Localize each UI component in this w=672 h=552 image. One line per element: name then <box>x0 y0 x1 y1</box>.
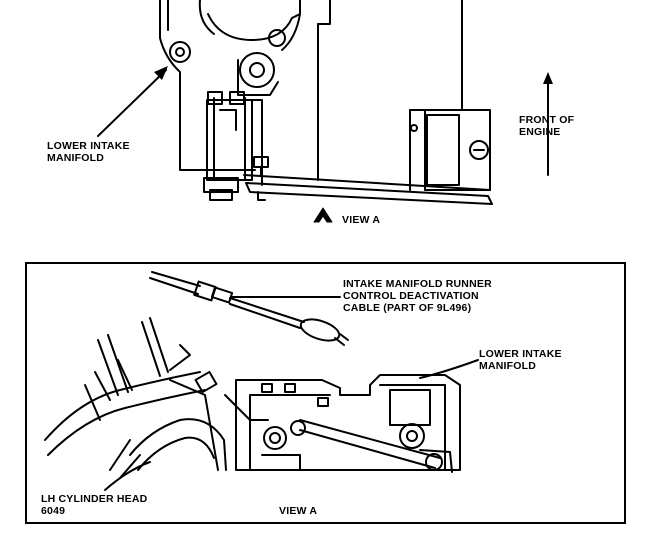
cylinder-head-drawing <box>44 317 227 491</box>
label-lower-intake-manifold-top: LOWER INTAKE MANIFOLD <box>47 140 130 164</box>
detail-frame <box>25 262 626 524</box>
leader-lower-intake-top <box>97 69 167 137</box>
arrowhead-lower-intake-top <box>154 66 168 80</box>
top-manifold-drawing <box>159 0 493 205</box>
label-lh-cylinder-head: LH CYLINDER HEAD 6049 <box>41 493 148 517</box>
deactivation-cable-drawing <box>149 271 349 346</box>
view-a-marker-icon <box>313 207 333 223</box>
label-view-a-title: VIEW A <box>279 505 318 517</box>
label-front-of-engine: FRONT OF ENGINE <box>519 114 575 138</box>
label-intake-cable: INTAKE MANIFOLD RUNNER CONTROL DEACTIVAT… <box>343 278 492 314</box>
label-view-a-marker: VIEW A <box>342 214 381 226</box>
front-arrow-head <box>543 72 553 84</box>
detail-manifold-drawing <box>224 359 479 473</box>
label-lower-intake-manifold-detail: LOWER INTAKE MANIFOLD <box>479 348 562 372</box>
